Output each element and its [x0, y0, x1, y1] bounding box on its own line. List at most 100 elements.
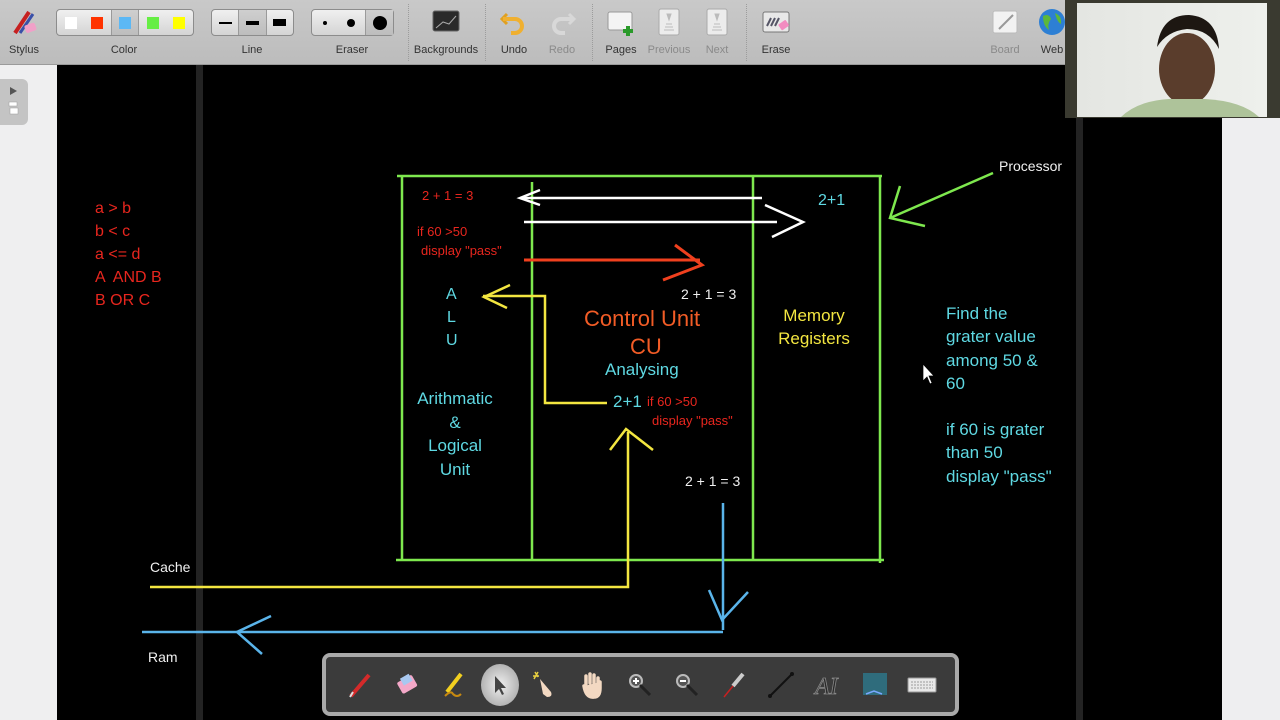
line-thin-button[interactable]: [212, 10, 240, 35]
previous-label: Previous: [647, 44, 691, 56]
screen-capture-icon: [862, 672, 887, 695]
arrow-cursor-icon: [494, 675, 506, 695]
expr-5: B OR C: [95, 292, 151, 309]
problem-note: Find the grater value among 50 & 60 if 6…: [946, 304, 1052, 486]
laser-pointer-icon: [722, 672, 745, 697]
eraser-small-button[interactable]: [312, 10, 367, 35]
board-button[interactable]: Board: [985, 0, 1025, 65]
erase-all-icon: [762, 11, 790, 33]
yellow-arrows: [150, 283, 654, 589]
expand-arrow-icon: [8, 87, 19, 115]
pan-hand-icon: [581, 671, 602, 699]
eraser-tool-button[interactable]: [387, 665, 427, 705]
cu-if-line2: display "pass": [652, 413, 733, 428]
whiteboard-canvas[interactable]: [57, 65, 1222, 720]
undo-icon: [499, 12, 524, 35]
line-medium-button[interactable]: [239, 10, 267, 35]
cu-analysing: Analysing: [605, 360, 679, 379]
color-green-yellow[interactable]: [139, 10, 193, 35]
text-recognition-tool-button[interactable]: AI: [808, 665, 848, 705]
color-label: Color: [110, 44, 138, 56]
redo-label: Redo: [548, 44, 576, 56]
click-tool-button[interactable]: [526, 665, 566, 705]
color-white-red[interactable]: [57, 10, 112, 35]
previous-page-icon: [658, 8, 680, 36]
webcam-video[interactable]: [1065, 0, 1280, 118]
ram-label: Ram: [148, 649, 178, 665]
cu-equation-bottom: 2 + 1 = 3: [685, 473, 741, 489]
next-page-button[interactable]: Next: [696, 0, 738, 65]
zoom-out-tool-button[interactable]: [667, 665, 707, 705]
web-label: Web: [1040, 44, 1064, 56]
pan-tool-button[interactable]: [573, 665, 613, 705]
page-panel-toggle[interactable]: [0, 79, 28, 125]
blue-arrows: [142, 503, 749, 655]
previous-page-button[interactable]: Previous: [648, 0, 690, 65]
stylus-icon: [13, 10, 37, 35]
presenter-silhouette: [1121, 15, 1259, 117]
color-group: Color: [56, 0, 194, 65]
backgrounds-label: Backgrounds: [413, 44, 479, 56]
cu-title: Control Unit: [584, 306, 701, 331]
cu-expression: 2+1: [613, 392, 642, 411]
erase-button[interactable]: Erase: [755, 0, 797, 65]
svg-text:AI: AI: [813, 674, 839, 700]
cache-label: Cache: [150, 559, 191, 575]
backgrounds-icon: [432, 10, 460, 32]
line-thick-button[interactable]: [267, 10, 293, 35]
globe-icon: [1039, 9, 1065, 35]
processor-label: Processor: [999, 158, 1063, 174]
highlighter-tool-button[interactable]: [434, 665, 474, 705]
pen-icon: [348, 673, 371, 698]
color-swatch-yellow[interactable]: [173, 16, 186, 29]
alu-letter-a: A: [446, 286, 457, 303]
zoom-in-tool-button[interactable]: [620, 665, 660, 705]
laser-pointer-tool-button[interactable]: [714, 665, 754, 705]
select-tool-button[interactable]: [480, 663, 519, 706]
line-tool-button[interactable]: [761, 665, 801, 705]
expr-3: a <= d: [95, 246, 141, 263]
web-button[interactable]: Web: [1034, 0, 1070, 65]
keyboard-tool-button[interactable]: [902, 665, 942, 705]
memory-expression: 2+1: [818, 192, 846, 209]
right-side-panel: [1222, 117, 1280, 720]
alu-letter-l: L: [447, 309, 456, 326]
zoom-out-icon: [675, 673, 698, 696]
pen-tool-button[interactable]: [340, 665, 380, 705]
left-side-panel: [0, 65, 57, 720]
screen-capture-tool-button[interactable]: [855, 665, 895, 705]
canvas-divider-right: [1076, 65, 1083, 720]
highlighter-icon: [443, 672, 463, 697]
eraser-group: Eraser: [311, 0, 394, 65]
floating-tool-bar: AI: [322, 653, 959, 716]
pages-label: Pages: [605, 44, 637, 56]
redo-icon: [552, 12, 577, 35]
color-swatch-green[interactable]: [147, 16, 160, 29]
undo-button[interactable]: Undo: [494, 0, 534, 65]
backgrounds-button[interactable]: Backgrounds: [413, 0, 479, 65]
alu-full-name: Arithmatic & Logical Unit: [417, 389, 493, 479]
eraser-large-button[interactable]: [366, 10, 393, 35]
expr-2: b < c: [95, 223, 131, 240]
next-label: Next: [705, 44, 729, 56]
cu-equation-top: 2 + 1 = 3: [681, 286, 737, 302]
canvas-divider-left: [196, 65, 203, 720]
board-label: Board: [990, 44, 1020, 56]
cu-abbrev: CU: [630, 334, 662, 359]
expr-1: a > b: [95, 200, 132, 217]
mouse-cursor-icon: [922, 363, 935, 385]
line-label: Line: [241, 44, 263, 56]
memory-label: Memory Registers: [778, 306, 850, 348]
add-page-icon: [607, 11, 633, 36]
pages-button[interactable]: Pages: [600, 0, 642, 65]
keyboard-icon: [907, 677, 936, 692]
color-swatch-blue[interactable]: [111, 10, 140, 35]
color-swatch-red[interactable]: [90, 16, 103, 29]
tap-hand-icon: [532, 671, 551, 697]
stylus-button[interactable]: Stylus: [0, 0, 48, 65]
color-swatch-white[interactable]: [64, 16, 77, 29]
redo-button[interactable]: Redo: [542, 0, 582, 65]
processor-box: [396, 174, 884, 563]
